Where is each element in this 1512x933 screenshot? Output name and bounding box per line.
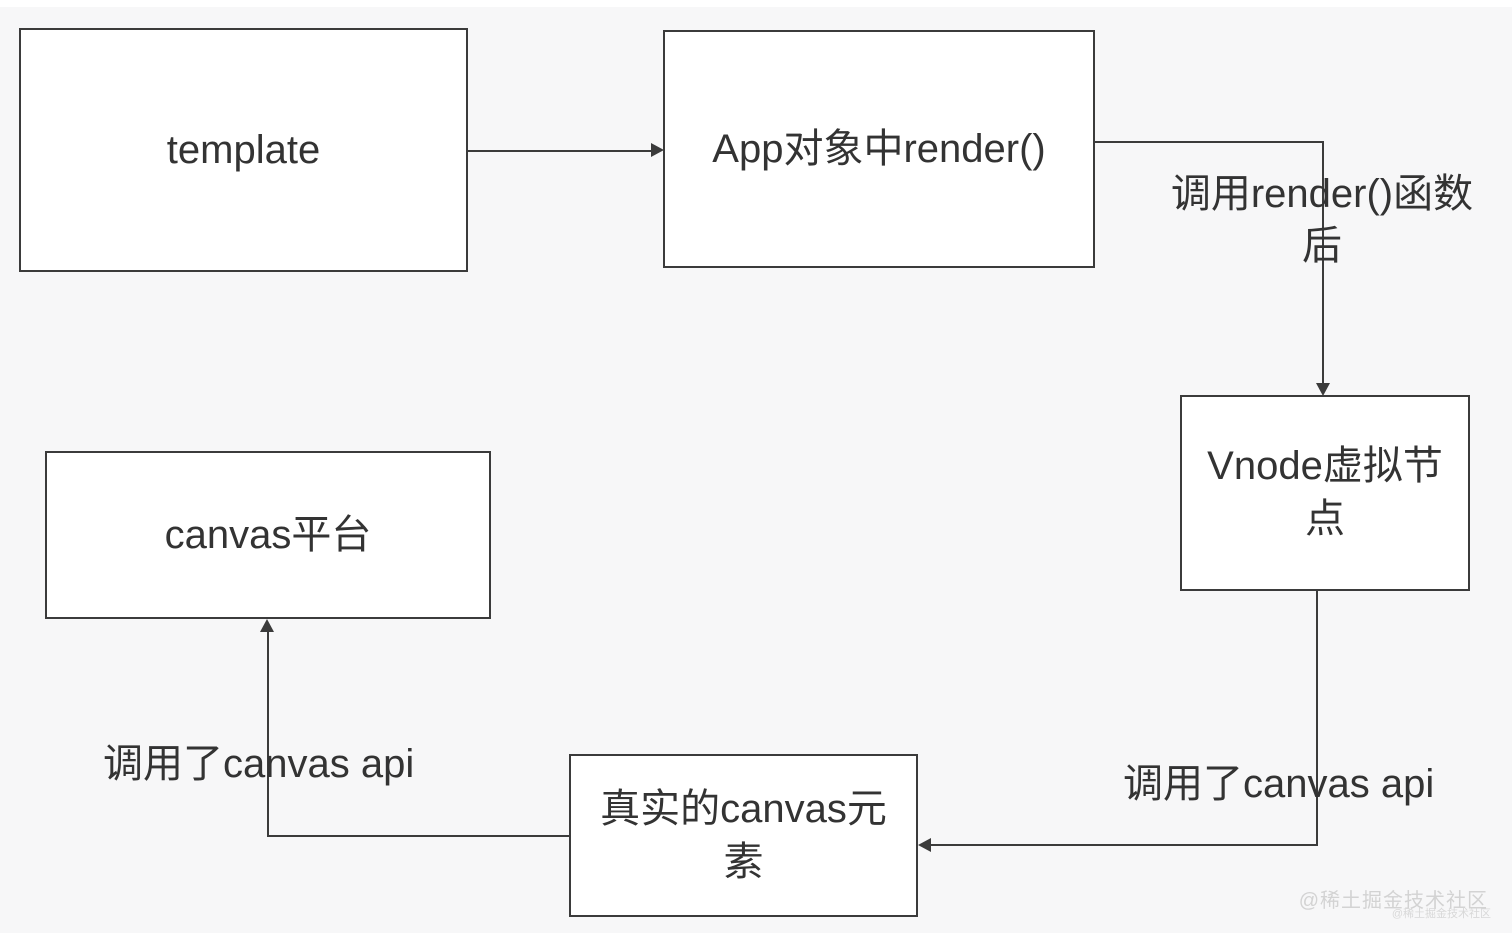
node-vnode-label: Vnode虚拟节点 (1207, 444, 1443, 541)
edge-label-after-render-call: 调用render()函数后 (1170, 172, 1474, 268)
arrowhead-up-icon (260, 619, 274, 632)
edge-template-to-app (468, 150, 653, 152)
edge-vnode-to-real-horizontal (930, 844, 1318, 846)
node-template: template (19, 28, 468, 272)
edge-real-to-platform-horizontal (268, 835, 571, 837)
top-white-strip (0, 0, 1512, 7)
node-real-canvas-label: 真实的canvas元素 (600, 786, 887, 884)
juejin-watermark-large: @稀土掘金技术社区 (1298, 890, 1488, 912)
arrowhead-down-icon (1316, 383, 1330, 396)
node-canvas-platform-label: canvas平台 (164, 512, 372, 557)
node-real-canvas: 真实的canvas元素 (569, 754, 918, 917)
node-app-render: App对象中render() (663, 30, 1095, 268)
edge-label-call-canvas-api-right: 调用了canvas api (1123, 762, 1435, 806)
node-canvas-platform: canvas平台 (45, 451, 491, 619)
node-app-render-label: App对象中render() (712, 126, 1046, 171)
arrowhead-right-icon (651, 143, 664, 157)
arrowhead-left-icon (918, 838, 931, 852)
edge-label-call-canvas-api-left: 调用了canvas api (103, 742, 415, 786)
node-template-label: template (166, 127, 321, 172)
edge-app-to-vnode-vertical (1322, 141, 1324, 385)
edge-app-to-vnode-horizontal (1095, 141, 1324, 143)
node-vnode: Vnode虚拟节点 (1180, 395, 1470, 591)
edge-real-to-platform-vertical (267, 629, 269, 837)
juejin-watermark-small: @稀土掘金技术社区 (1391, 908, 1491, 920)
edge-vnode-to-real-vertical (1316, 591, 1318, 846)
